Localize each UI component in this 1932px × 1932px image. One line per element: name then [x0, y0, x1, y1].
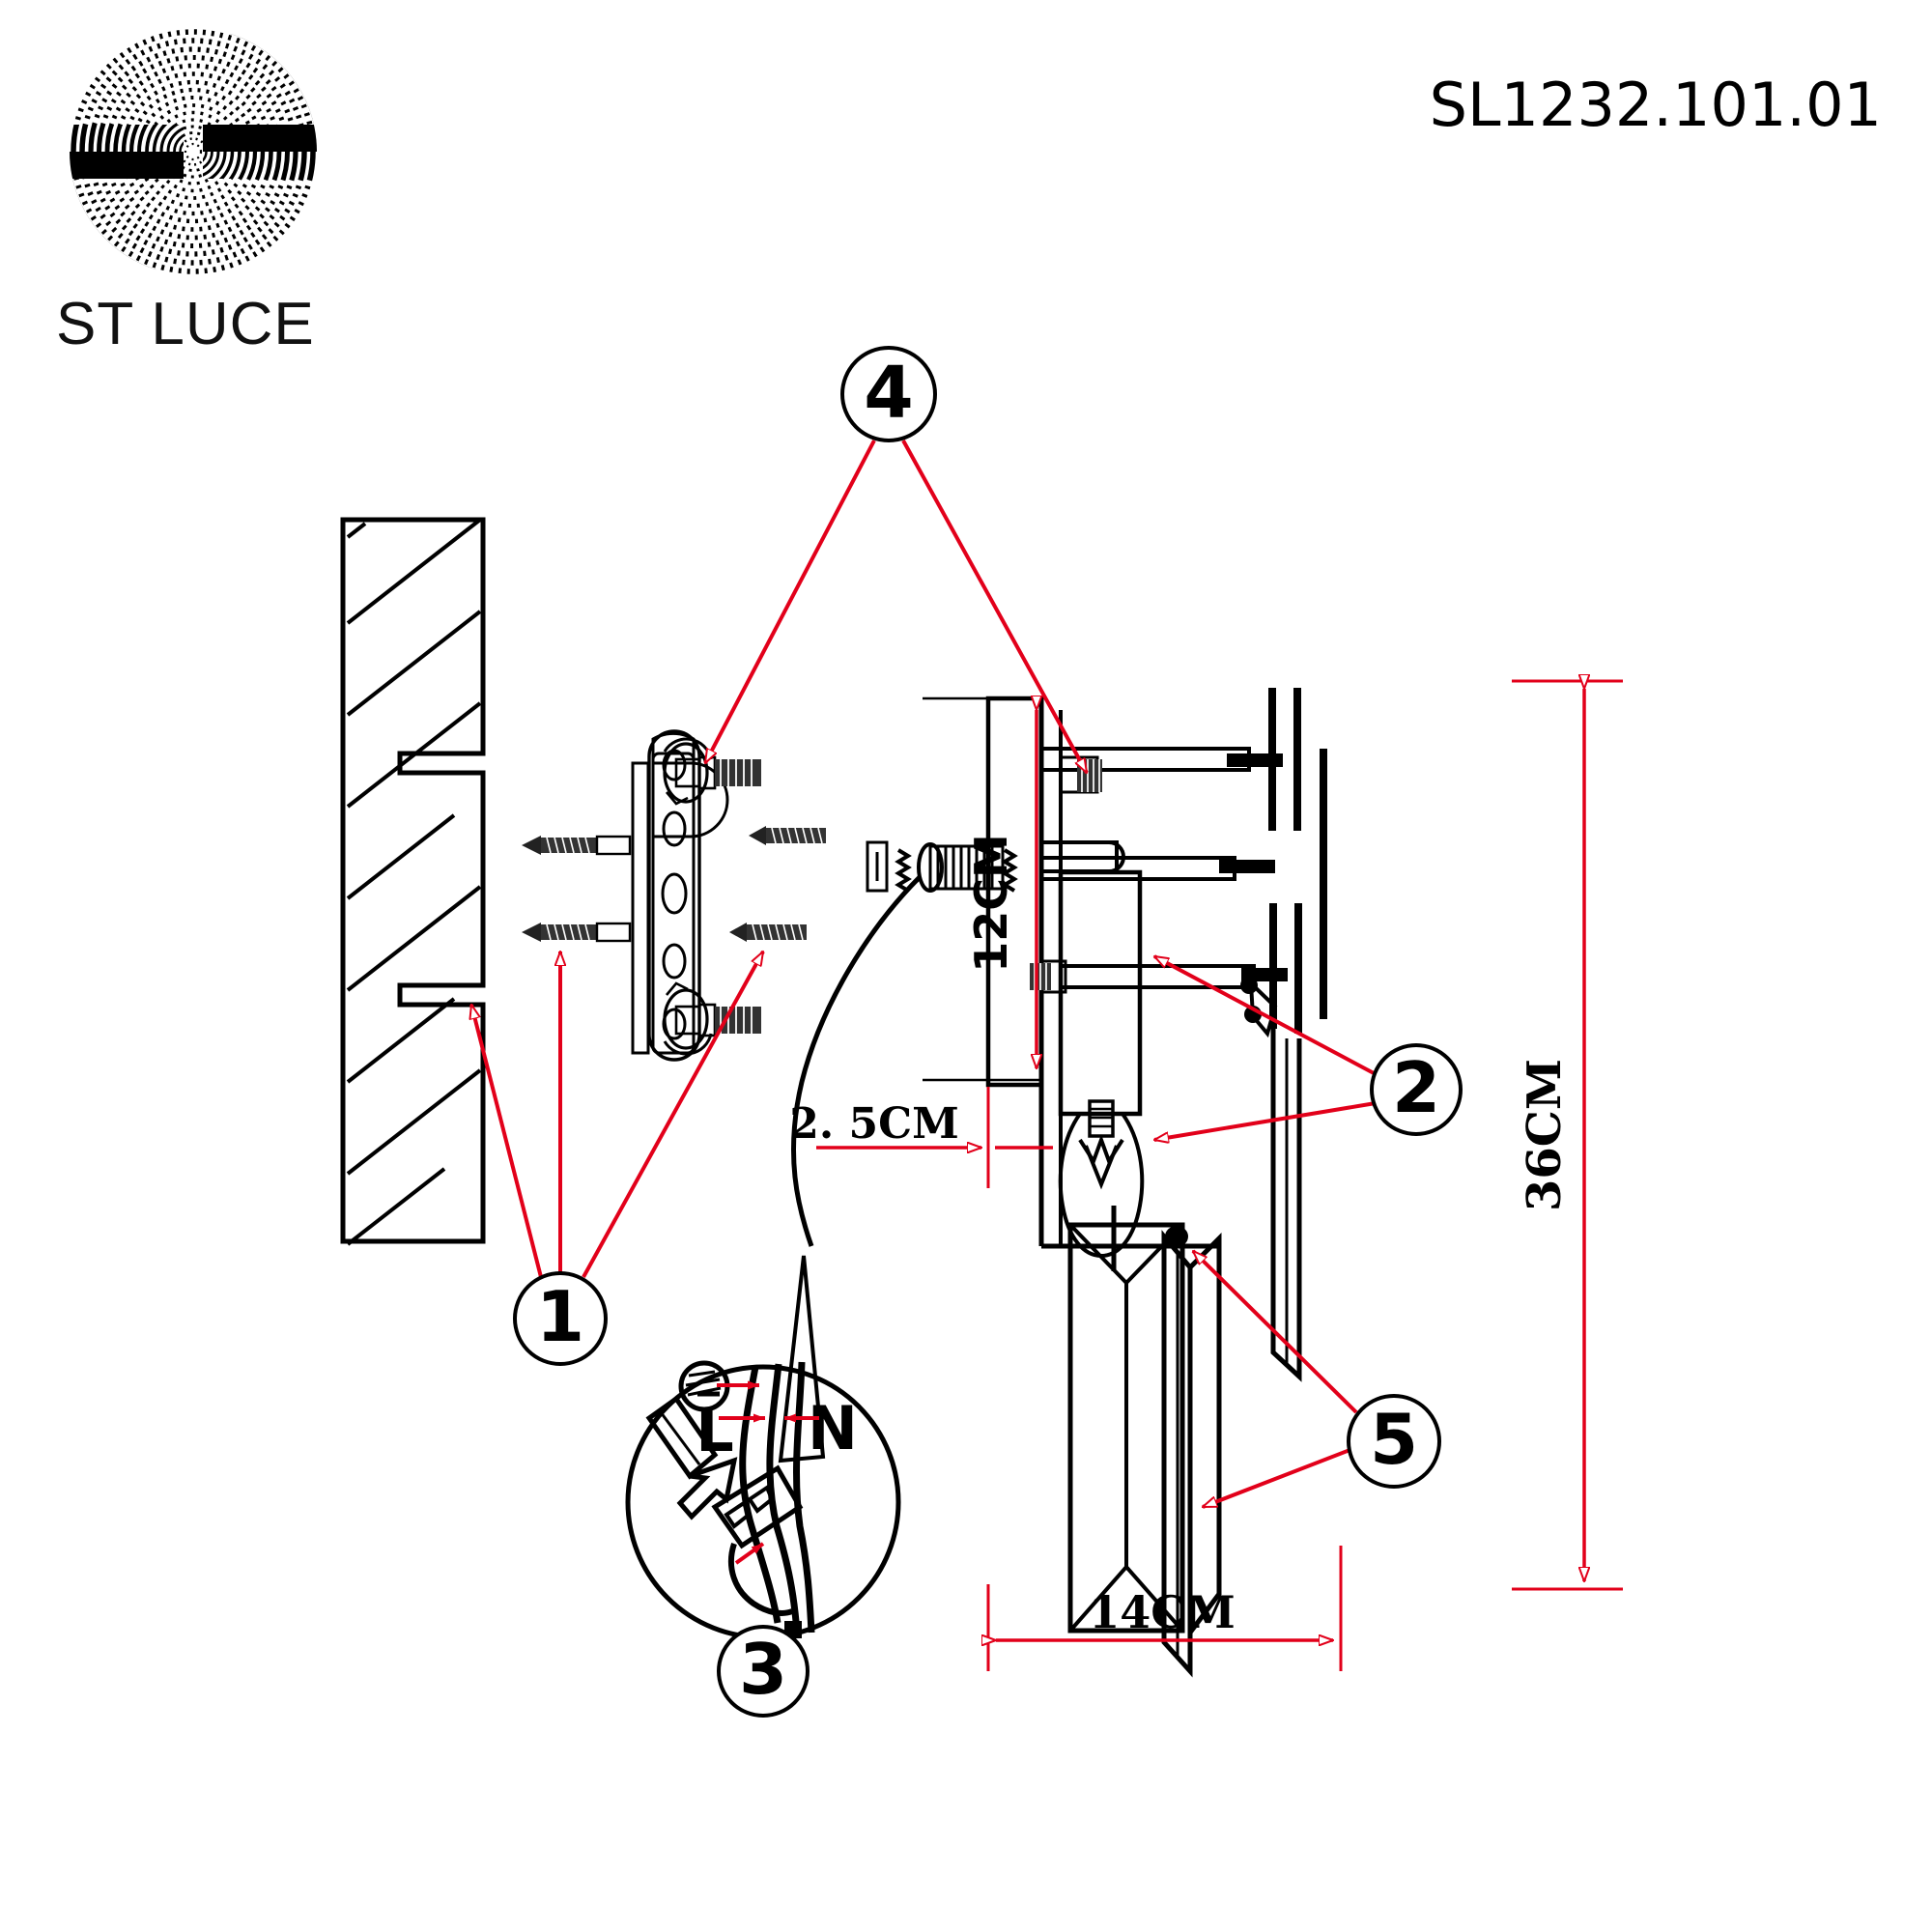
dim-width: 14CM [988, 1546, 1343, 1671]
screwdriver-icon [645, 1395, 738, 1520]
dim-gap-label: 2. 5CM [789, 1099, 959, 1149]
live-wire-label: L [696, 1395, 734, 1465]
callout-3: 3 [717, 1625, 810, 1718]
wall-section-hatched [340, 517, 486, 1246]
terminal-block-icon [711, 1464, 804, 1638]
bracket-screw-bottom [663, 981, 761, 1056]
callout-bubbles: 1 2 3 4 5 [513, 346, 1463, 1718]
callout-4: 4 [840, 346, 937, 442]
callout-1-label: 1 [536, 1276, 584, 1357]
callout-5: 5 [1347, 1394, 1441, 1489]
callout-3-label: 3 [739, 1629, 787, 1710]
neutral-wire-label: N [808, 1393, 858, 1463]
callout-5-label: 5 [1370, 1399, 1418, 1480]
callout-2: 2 [1370, 1043, 1463, 1136]
callout-2-label: 2 [1392, 1047, 1440, 1128]
wall-anchor-dowels [522, 826, 826, 943]
st-luce-spiral-logo [58, 24, 328, 280]
mounting-bracket-plate [631, 729, 761, 1062]
dim-projection: 12CM [923, 698, 1043, 1082]
brand-name: ST LUCE [56, 291, 315, 357]
lamp-top-arm [1039, 688, 1327, 1019]
terminal-and-cable-hardware [791, 840, 1018, 1247]
wall-lamp-assembly [985, 688, 1327, 1678]
callout-4-label: 4 [864, 352, 914, 435]
wiring-detail-circle: L N [625, 1360, 901, 1640]
dim-projection-label: 12CM [965, 834, 1017, 973]
dim-height-label: 36CM [1518, 1059, 1572, 1211]
dim-height: 36CM [1512, 681, 1623, 1591]
dim-width-label: 14CM [1089, 1586, 1236, 1638]
dim-gap: 2. 5CM [789, 1087, 1053, 1188]
lamp-socket-housing [1030, 869, 1143, 1117]
callout-leader-lines [471, 440, 1377, 1509]
callout-1: 1 [513, 1271, 608, 1366]
product-code: SL1232.101.01 [1429, 70, 1882, 140]
